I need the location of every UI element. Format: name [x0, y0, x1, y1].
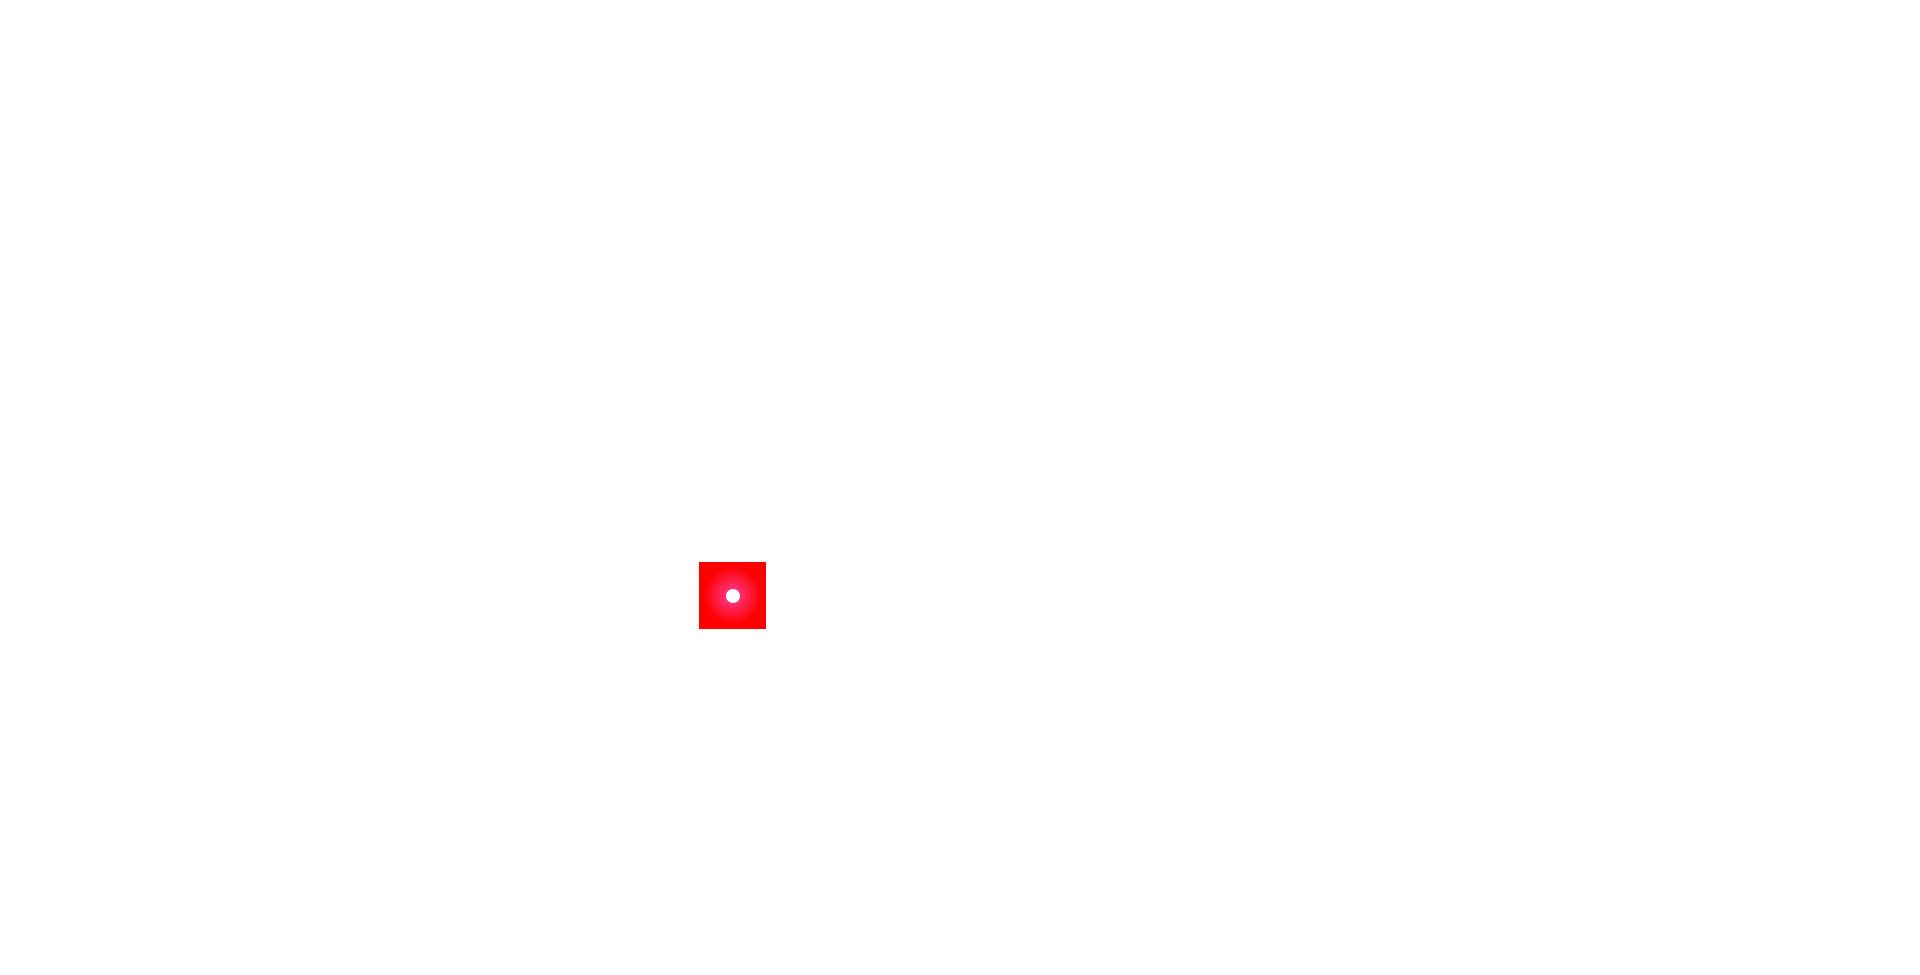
marker-center-dot-icon	[725, 588, 740, 603]
click-target-marker[interactable]	[699, 562, 766, 629]
